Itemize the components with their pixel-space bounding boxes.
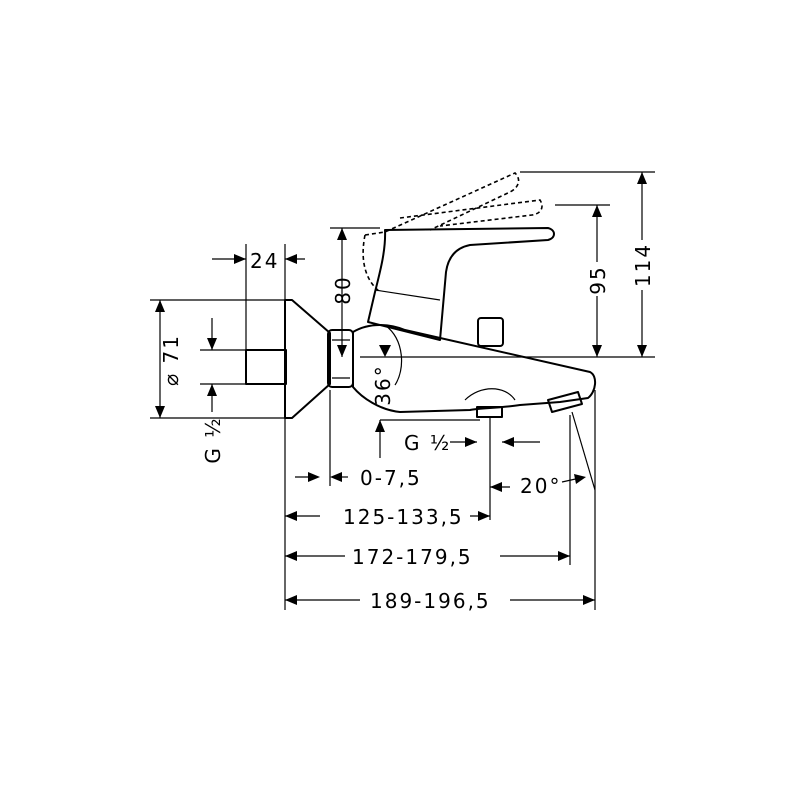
mixer-body-spout (352, 324, 596, 413)
dim-label-95: 95 (586, 265, 610, 294)
dim-label-thread-wall: G ½ (201, 416, 225, 463)
dim-label-172-179-5: 172-179,5 (352, 545, 473, 569)
diverter-knob (477, 317, 504, 347)
dim-label-36-angle: 36° (371, 364, 395, 405)
wall-connector (245, 349, 287, 385)
spout-thread (476, 406, 503, 418)
dim-label-20-angle: 20° (520, 474, 561, 498)
mixer-outline (245, 172, 596, 419)
dim-label-thread-spout: G ½ (404, 431, 451, 455)
dim-label-0-7-5: 0-7,5 (360, 466, 422, 490)
dim-label-114: 114 (631, 243, 655, 287)
lever-alt-position-2 (399, 199, 543, 227)
dim-label-24: 24 (250, 249, 279, 273)
spout-aerator (547, 391, 583, 413)
lever-alt-position-1 (364, 172, 520, 236)
dimension-labels: 24 ⌀ 71 G ½ 80 36° G ½ 0-7,5 20° 125-133… (159, 240, 655, 613)
dim-label-125-133-5: 125-133,5 (343, 505, 464, 529)
dim-label-80: 80 (331, 275, 355, 304)
wall-rosette (284, 299, 331, 419)
lever-handle (367, 227, 555, 341)
dim-label-diameter-71: ⌀ 71 (159, 334, 183, 386)
dim-label-189-196-5: 189-196,5 (370, 589, 491, 613)
